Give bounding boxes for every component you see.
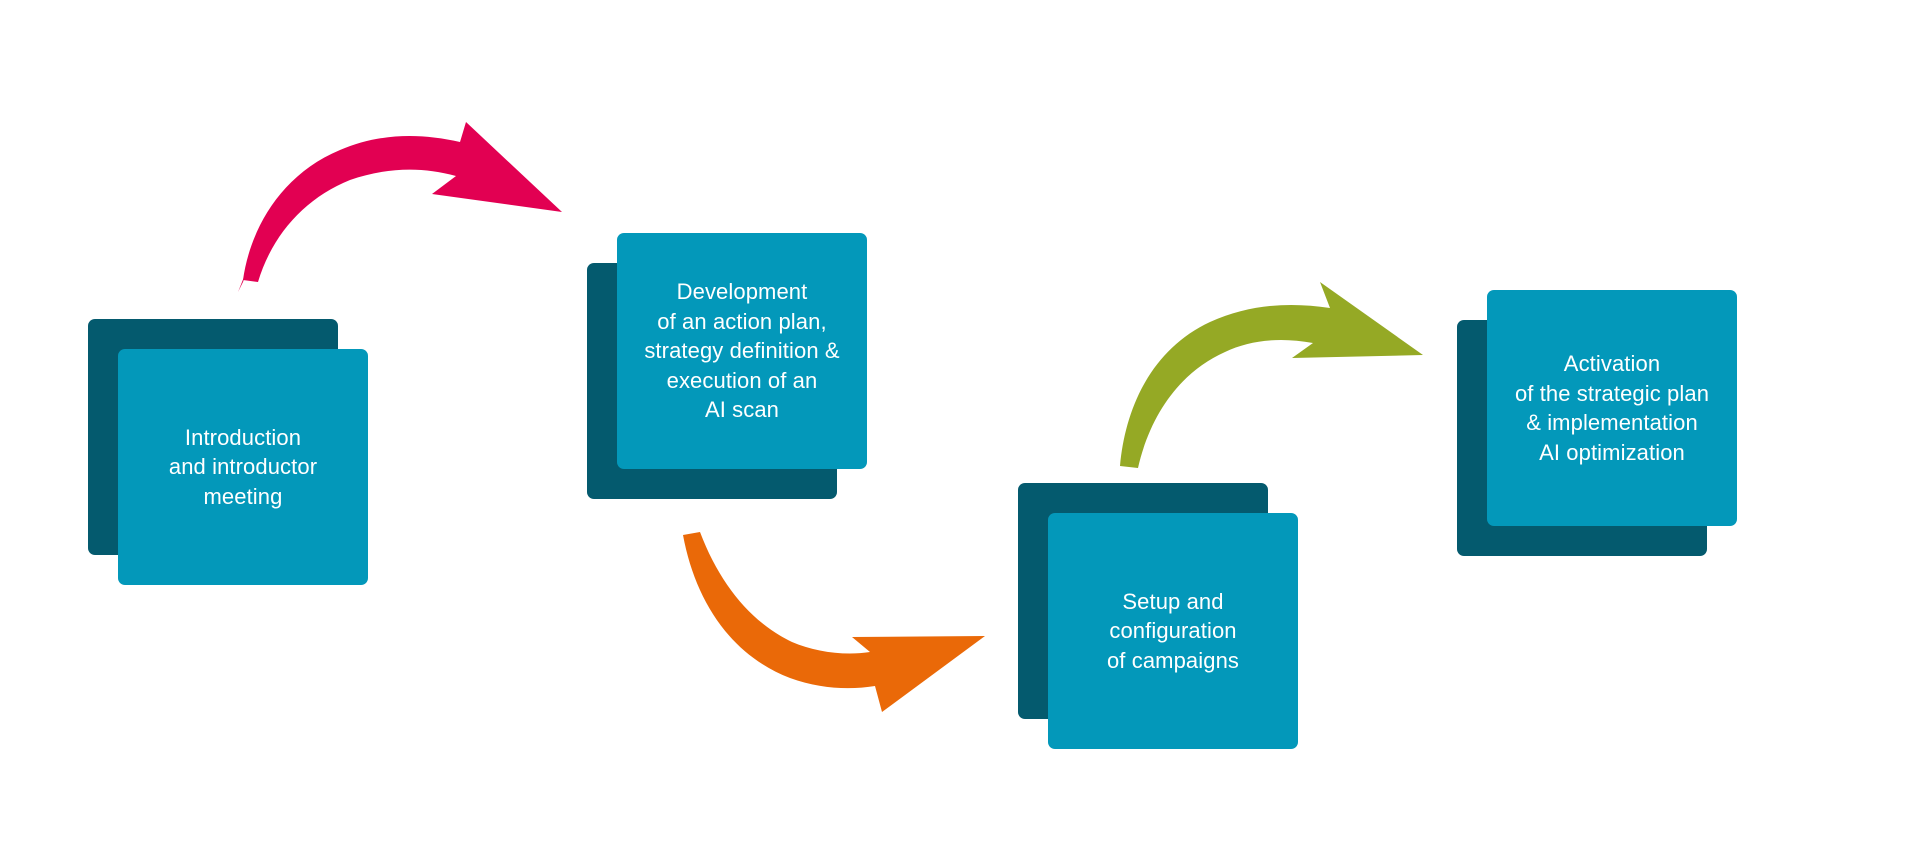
step-2-card: Development of an action plan, strategy … (587, 233, 867, 499)
step-1-label: Introduction and introductor meeting (168, 424, 318, 509)
arrow-step1-to-step2 (238, 122, 562, 292)
step-1-box: Introduction and introductor meeting (118, 349, 368, 585)
step-3-label: Setup and configuration of campaigns (1106, 588, 1240, 673)
step-3-card: Setup and configuration of campaigns (1018, 483, 1298, 749)
arrow-3-shaft (1120, 282, 1423, 468)
step-4-box: Activation of the strategic plan & imple… (1487, 290, 1737, 526)
step-2-box: Development of an action plan, strategy … (617, 233, 867, 469)
arrow-1-brush-strand (238, 262, 250, 292)
step-4-label: Activation of the strategic plan & imple… (1514, 351, 1710, 465)
arrow-1-shaft (243, 122, 562, 282)
step-2-label: Development of an action plan, strategy … (644, 279, 840, 423)
step-3-box: Setup and configuration of campaigns (1048, 513, 1298, 749)
step-4-card: Activation of the strategic plan & imple… (1457, 290, 1737, 556)
arrow-2-shaft (683, 532, 985, 712)
step-1-card: Introduction and introductor meeting (88, 319, 368, 585)
arrow-step3-to-step4 (1120, 282, 1423, 468)
arrow-step2-to-step3 (683, 532, 985, 712)
